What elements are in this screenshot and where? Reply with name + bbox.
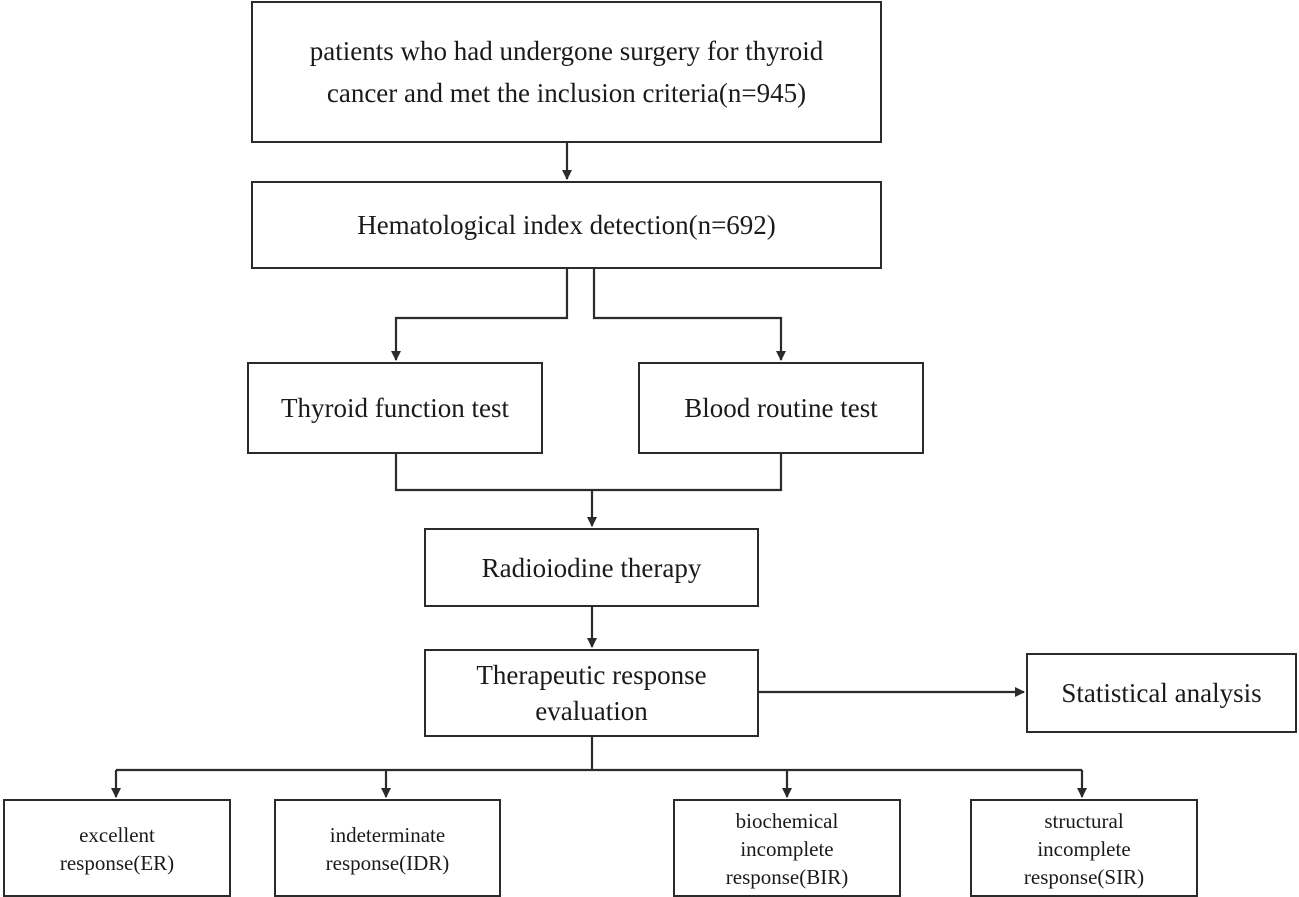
outcome-er-box: excellent response(ER): [3, 799, 231, 897]
outcome-bir-line-3: response(BIR): [725, 865, 849, 889]
outcome-bir-box: biochemical incomplete response(BIR): [673, 799, 901, 897]
statistical-analysis-box: Statistical analysis: [1026, 653, 1297, 733]
outcome-idr-box: indeterminate response(IDR): [274, 799, 501, 897]
outcome-idr-line-2: response(IDR): [325, 851, 450, 875]
radioiodine-therapy-label: Radioiodine therapy: [481, 552, 702, 583]
response-evaluation-box: Therapeutic response evaluation: [424, 649, 759, 737]
radioiodine-therapy-box: Radioiodine therapy: [424, 528, 759, 607]
inclusion-line-1: patients who had undergone surgery for t…: [309, 36, 824, 66]
outcome-er-line-1: excellent: [79, 823, 155, 847]
outcome-sir-line-2: incomplete: [1037, 837, 1131, 861]
hematological-box: Hematological index detection(n=692): [251, 181, 882, 269]
arrow-hematological-to-thyroid-test: [391, 269, 569, 361]
outcome-bir-line-1: biochemical: [735, 809, 839, 833]
arrow-hematological-to-blood-test: [592, 269, 786, 361]
thyroid-function-test-box: Thyroid function test: [247, 362, 543, 454]
outcome-sir-line-3: response(SIR): [1023, 865, 1145, 889]
outcome-er-line-2: response(ER): [59, 851, 175, 875]
inclusion-box: patients who had undergone surgery for t…: [251, 1, 882, 143]
thyroid-function-test-label: Thyroid function test: [281, 393, 509, 423]
evaluation-line-1: Therapeutic response: [476, 660, 707, 690]
inclusion-line-2: cancer and met the inclusion criteria(n=…: [326, 78, 807, 108]
blood-routine-test-box: Blood routine test: [638, 362, 924, 454]
outcome-sir-box: structural incomplete response(SIR): [970, 799, 1198, 897]
outcome-bir-line-2: incomplete: [740, 837, 834, 861]
outcome-idr-line-1: indeterminate: [329, 823, 446, 847]
outcome-sir-line-1: structural: [1044, 809, 1124, 833]
hematological-label: Hematological index detection(n=692): [357, 210, 776, 240]
statistical-analysis-label: Statistical analysis: [1061, 678, 1262, 708]
evaluation-line-2: evaluation: [535, 696, 648, 726]
connector-thyroid-test-merge: [394, 454, 783, 492]
blood-routine-test-label: Blood routine test: [684, 393, 878, 423]
